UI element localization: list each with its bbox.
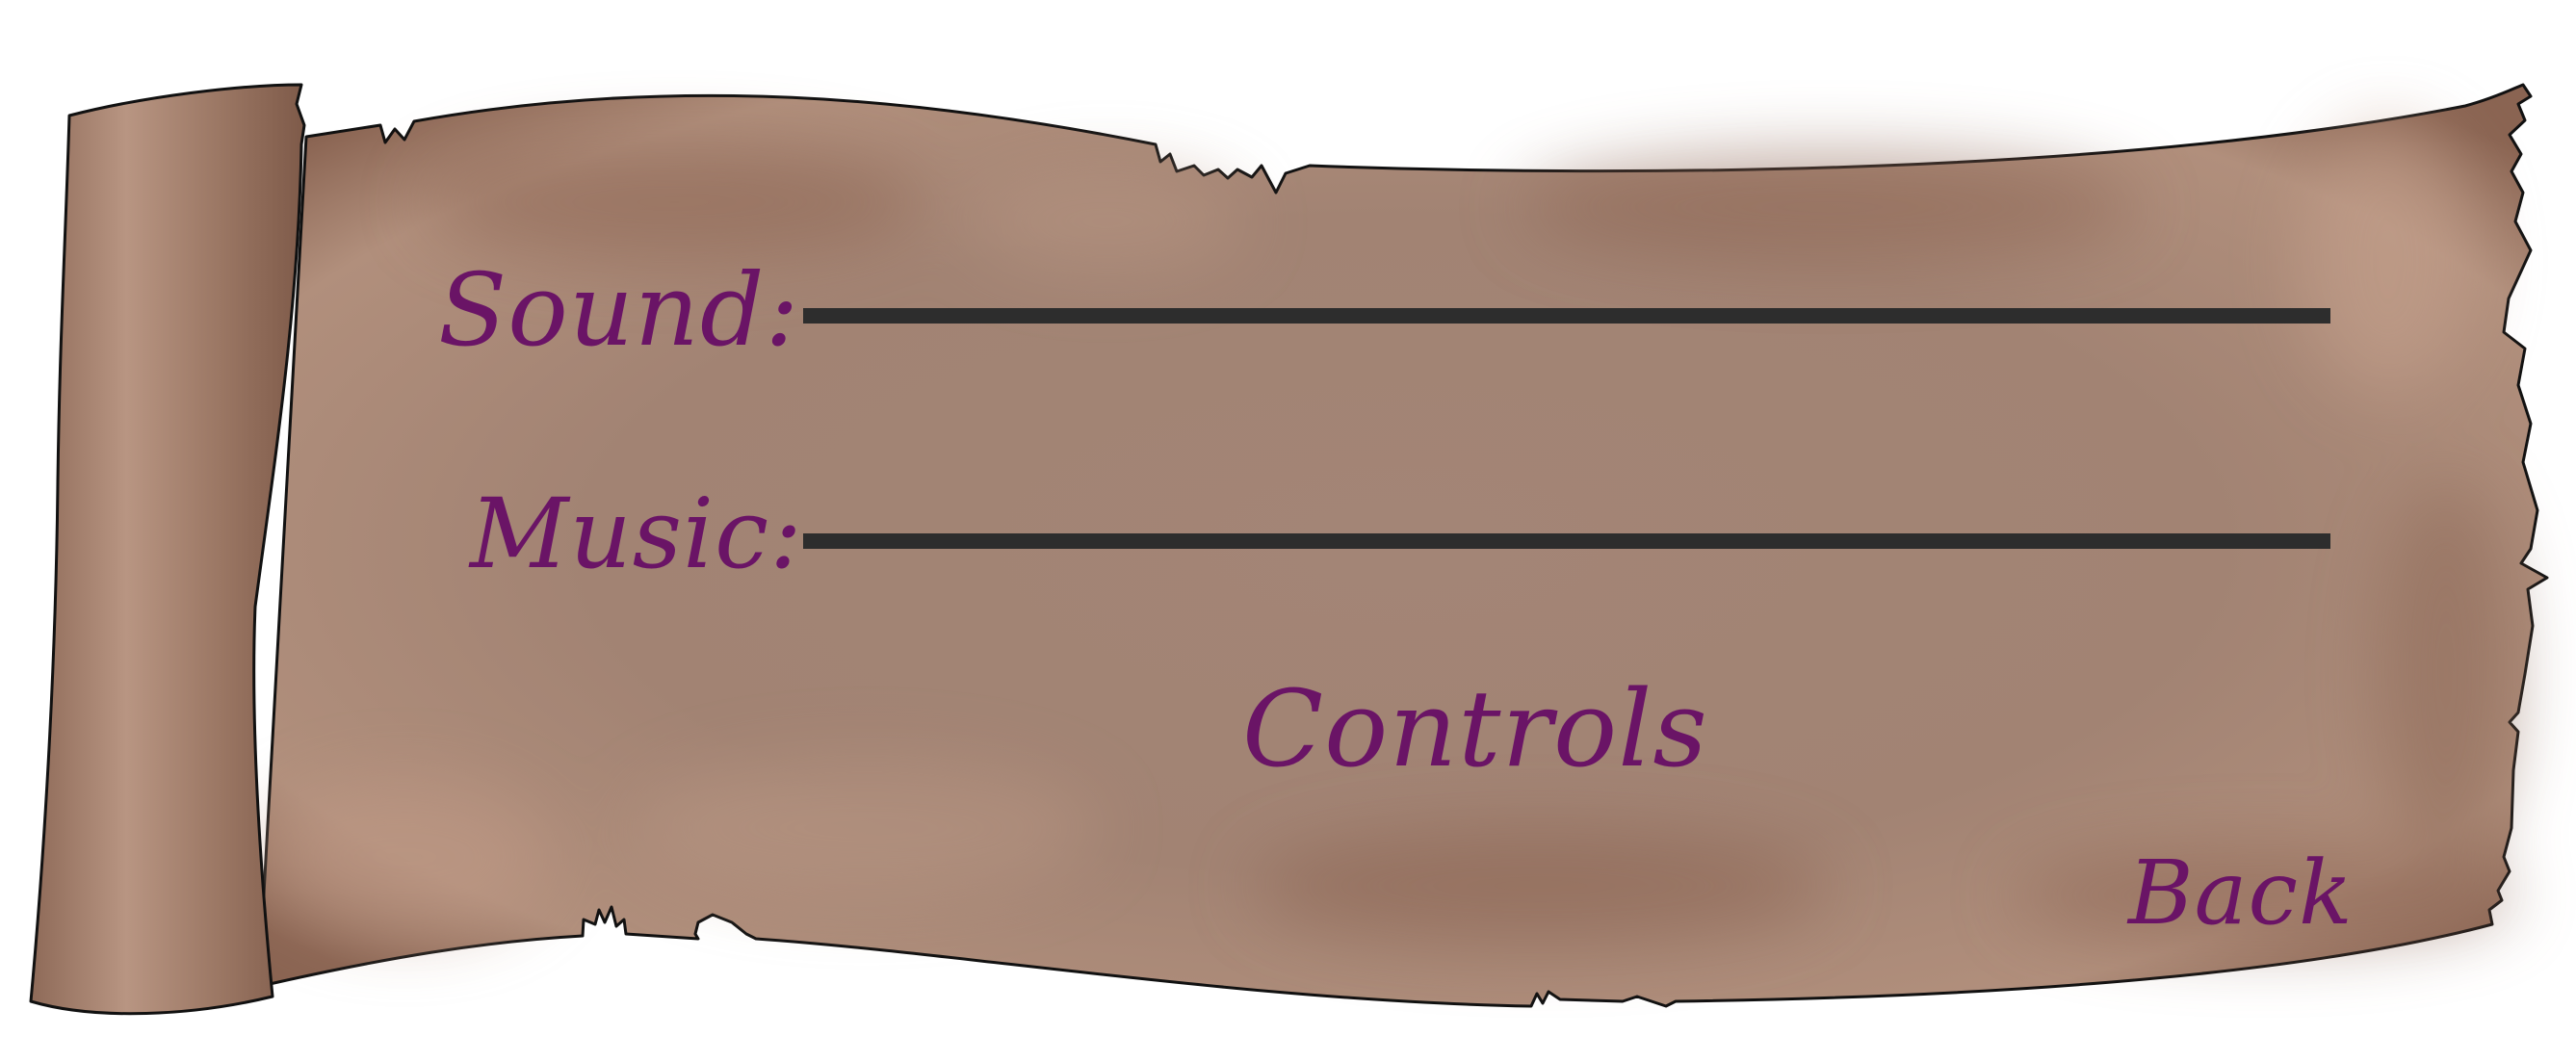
music-slider-fill — [803, 533, 2330, 549]
sound-slider-fill — [803, 308, 2330, 324]
parchment-mottling — [260, 125, 2513, 944]
sound-label: Sound: — [438, 251, 800, 369]
scroll-roll — [29, 83, 306, 1016]
sound-slider[interactable] — [803, 308, 2330, 324]
music-label: Music: — [470, 478, 803, 590]
controls-button[interactable]: Controls — [1242, 667, 1708, 790]
back-button[interactable]: Back — [2128, 842, 2354, 945]
music-slider[interactable] — [803, 533, 2330, 549]
